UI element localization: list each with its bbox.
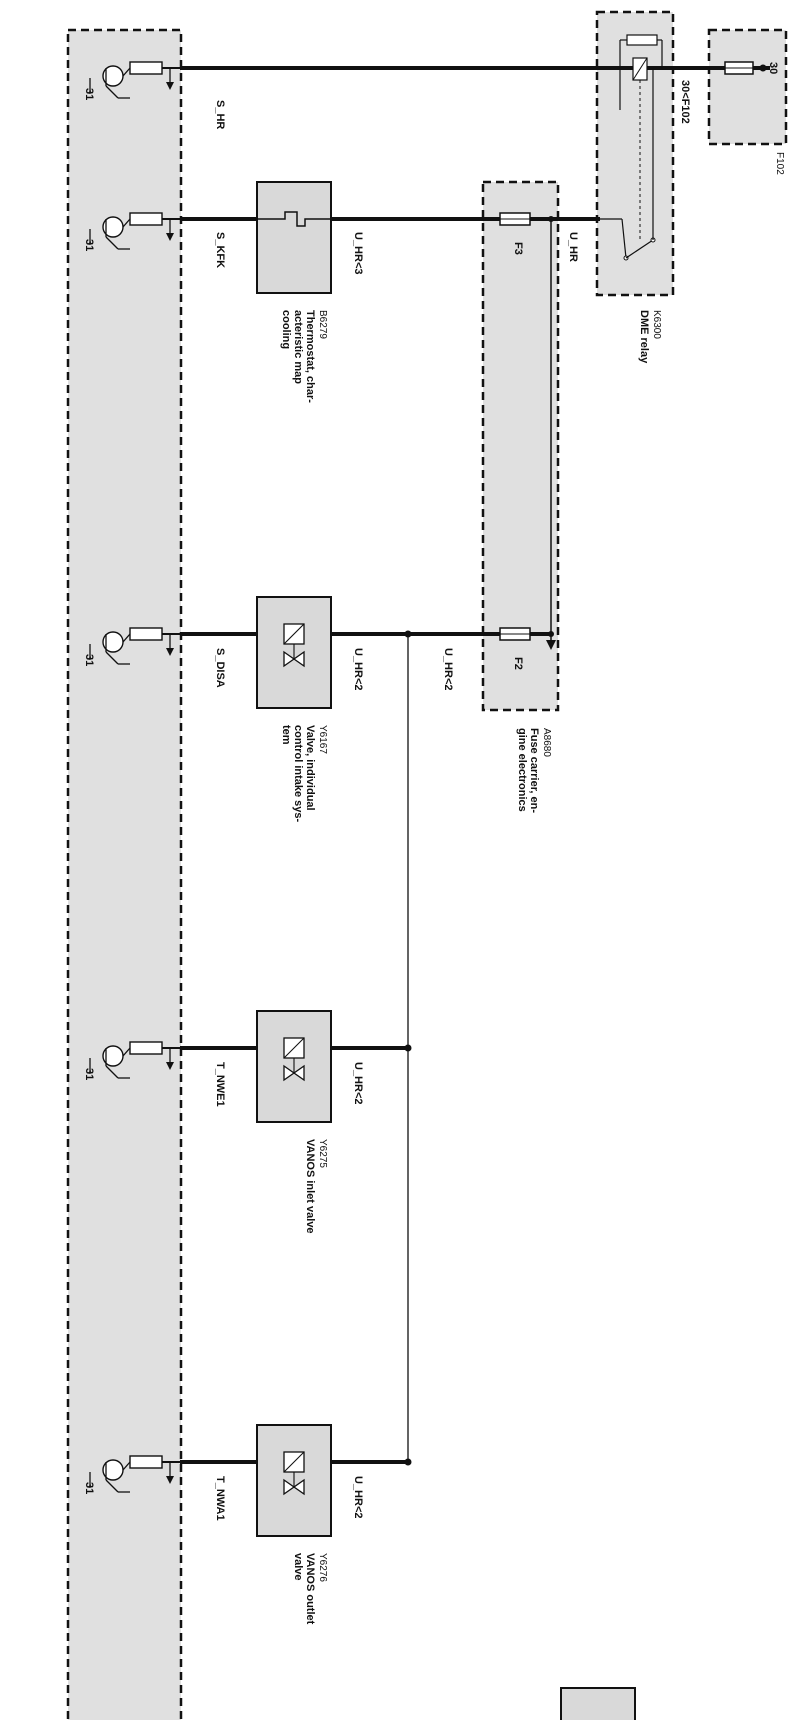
ground-label-5: 31 (83, 1482, 95, 1494)
relay-k6300-internals (600, 34, 663, 261)
fuse-f2-label: F2 (512, 657, 524, 670)
y6167-desc-1: Valve, individual (304, 725, 316, 811)
signal-u-hr3: U_HR<3 (352, 232, 364, 275)
partial-box (560, 1687, 636, 1720)
signal-t-nwa1: T_NWA1 (214, 1476, 226, 1521)
b6279-id: B6279 (317, 310, 328, 339)
k6300-desc: DME relay (638, 310, 650, 364)
a8680-id: A8680 (541, 728, 552, 757)
f102-id: F102 (774, 152, 785, 175)
ground-label-3: 31 (83, 654, 95, 666)
b6279-desc-1: Thermostat, char- (304, 310, 316, 403)
y6275-id: Y6275 (317, 1139, 328, 1168)
y6276-desc-1: VANOS outlet (304, 1553, 316, 1625)
signal-s-kfk: S_KFK (214, 232, 226, 268)
signal-u-hr2-a: U_HR<2 (352, 648, 364, 691)
b6279-desc-2: acteristic map (292, 310, 304, 384)
signal-u-hr2-b: U_HR<2 (442, 648, 454, 691)
component-y6275 (256, 1010, 332, 1123)
fuse-f3-label: F3 (512, 242, 524, 255)
f102-pin-30-f102: 30<F102 (679, 80, 691, 124)
fuse-carrier-box (481, 180, 560, 712)
signal-u-hr2-c: U_HR<2 (352, 1062, 364, 1105)
fuse-f2 (499, 627, 531, 641)
ground-label-1: 31 (83, 88, 95, 100)
component-y6167 (256, 596, 332, 709)
signal-s-disa: S_DISA (214, 648, 226, 688)
fuse-f3 (499, 212, 531, 226)
driver-row-4 (89, 1041, 180, 1079)
y6276-desc-2: valve (292, 1553, 304, 1581)
k6300-id: K6300 (651, 310, 662, 339)
f102-pin-30: 30 (767, 62, 779, 74)
dme-control-unit-box (66, 28, 183, 1720)
component-b6279 (256, 181, 332, 294)
f102-box (707, 28, 788, 146)
y6275-desc: VANOS inlet valve (304, 1139, 316, 1234)
signal-u-hr: U_HR (567, 232, 579, 262)
driver-row-1 (89, 61, 180, 99)
ground-label-2: 31 (83, 239, 95, 251)
driver-row-3 (89, 627, 180, 665)
y6276-id: Y6276 (317, 1553, 328, 1582)
y6167-desc-3: tem (280, 725, 292, 745)
driver-row-2 (89, 212, 180, 250)
component-y6276 (256, 1424, 332, 1537)
signal-t-nwe1: T_NWE1 (214, 1062, 226, 1107)
driver-row-5 (89, 1455, 180, 1493)
y6167-desc-2: control intake sys- (292, 725, 304, 823)
a8680-desc-1: Fuse carrier, en- (528, 728, 540, 813)
ground-label-4: 31 (83, 1068, 95, 1080)
y6167-id: Y6167 (317, 725, 328, 754)
a8680-desc-2: gine electronics (516, 728, 528, 812)
b6279-desc-3: cooling (280, 310, 292, 349)
signal-s-hr: S_HR (214, 100, 226, 129)
signal-u-hr2-d: U_HR<2 (352, 1476, 364, 1519)
fuse-f102 (724, 61, 767, 75)
